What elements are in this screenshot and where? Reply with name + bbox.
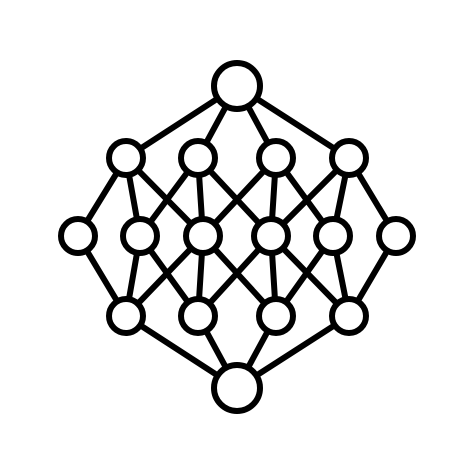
node-u4 (329, 138, 369, 178)
node-u3 (256, 138, 296, 178)
node-u1 (106, 138, 146, 178)
node-m4 (313, 216, 353, 256)
node-top (211, 60, 263, 112)
node-u2 (178, 138, 218, 178)
node-layer (58, 60, 416, 414)
node-m1 (120, 216, 160, 256)
node-l1 (106, 296, 146, 336)
node-bot (211, 362, 263, 414)
node-m2 (183, 216, 223, 256)
node-l4 (329, 296, 369, 336)
node-m0 (58, 216, 98, 256)
node-m5 (376, 216, 416, 256)
node-l3 (256, 296, 296, 336)
node-l2 (178, 296, 218, 336)
node-m3 (251, 216, 291, 256)
